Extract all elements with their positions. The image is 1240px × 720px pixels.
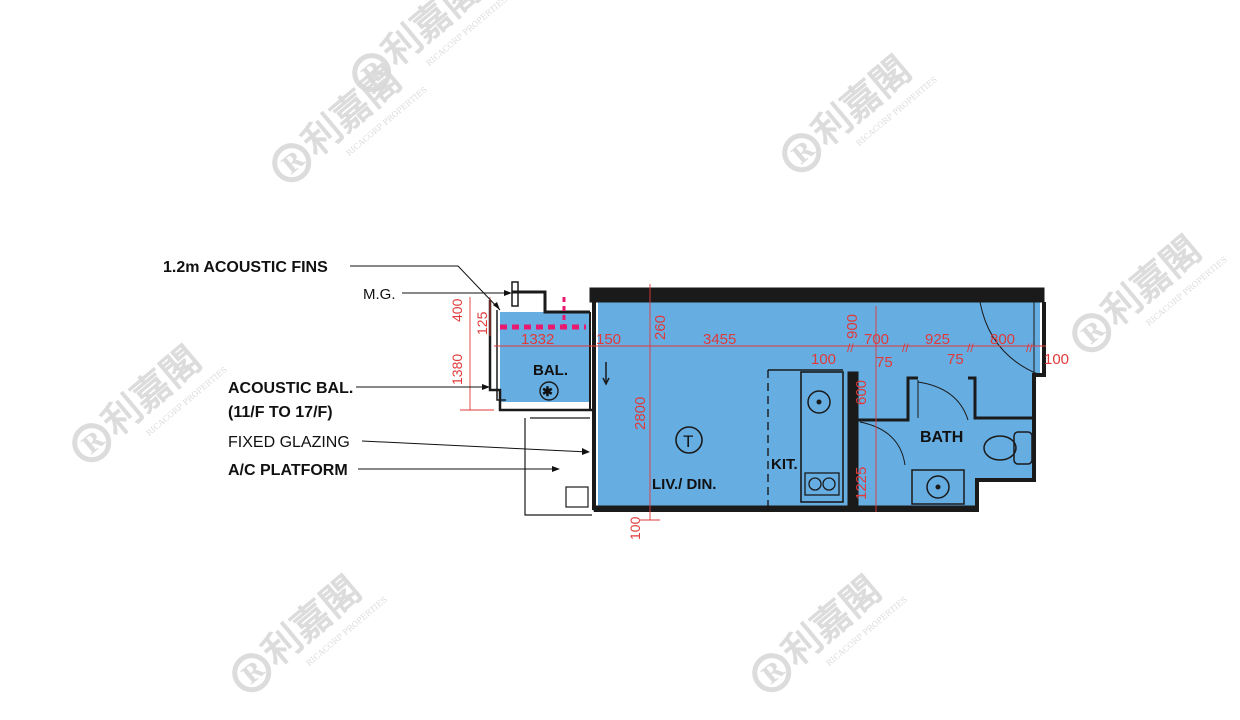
dim-125: 125 (474, 311, 490, 335)
dim-150: 150 (596, 331, 621, 348)
arrow-head (582, 448, 590, 455)
shower-tray (911, 469, 965, 505)
dimension-labels: 400 125 1380 1332 150 260 3455 900 700 9… (449, 298, 1069, 540)
tick-mark: // (1026, 341, 1033, 355)
t-symbol-label: T (683, 432, 693, 451)
hob-burner-1 (808, 477, 822, 491)
dim-3455: 3455 (703, 331, 736, 348)
dim-260: 260 (652, 315, 669, 340)
callouts: 1.2m ACOUSTIC FINS M.G. ACOUSTIC BAL. (1… (163, 259, 590, 479)
dim-800: 800 (990, 331, 1015, 348)
dim-2800: 2800 (632, 397, 649, 430)
dim-925: 925 (925, 331, 950, 348)
thermostat-symbol (675, 426, 703, 454)
tick-mark: // (902, 341, 909, 355)
sink-drain (816, 399, 822, 405)
watermark-logo-ring (752, 653, 792, 693)
tick-mark: // (847, 341, 854, 355)
bath-wall-upper (858, 376, 918, 422)
kit-door-swing (859, 421, 906, 466)
watermark-logo-ring (232, 653, 272, 693)
shower-drain (935, 484, 941, 490)
hob-burner-2 (822, 477, 836, 491)
kitchen-sink (807, 390, 831, 414)
toilet-bowl (983, 435, 1017, 461)
dim-100-right: 100 (1044, 351, 1069, 368)
callout-acoustic-fins: 1.2m ACOUSTIC FINS (163, 259, 328, 276)
callout-ac-platform: A/C PLATFORM (228, 462, 348, 479)
ac-unit-box (565, 486, 589, 508)
bath-door-swing (917, 381, 969, 421)
dim-400: 400 (449, 298, 465, 322)
room-label-kit: KIT. (771, 456, 798, 473)
dim-100-bottom: 100 (627, 516, 643, 540)
sliding-arrow (602, 377, 610, 386)
dim-1332: 1332 (521, 331, 554, 348)
arrow-head (552, 466, 560, 472)
bath-floor (846, 300, 1040, 506)
dim-900: 900 (844, 314, 861, 339)
mg-post (511, 281, 519, 307)
watermark-logo-ring (352, 53, 392, 93)
ac-platform-outline (524, 418, 592, 516)
room-label-liv-din: LIV./ DIN. (652, 476, 716, 493)
dim-1380: 1380 (449, 354, 465, 385)
shower-drain-ring (926, 475, 950, 499)
kitchen-bath-wall (847, 371, 859, 507)
top-slab (589, 287, 1045, 303)
bath-wall-right (968, 376, 1034, 420)
dim-1225: 1225 (853, 467, 870, 500)
balcony-top-wall (512, 290, 590, 314)
acoustic-fins (500, 297, 586, 330)
callout-fixed-glazing: FIXED GLAZING (228, 434, 350, 451)
tick-mark: // (967, 341, 974, 355)
arrow-head (482, 384, 490, 390)
balcony-floor (500, 312, 590, 402)
fan-star-icon: ✱ (542, 384, 553, 399)
bottom-wall (593, 505, 978, 512)
balcony-inner-line (496, 310, 506, 401)
dim-100-kit: 100 (811, 351, 836, 368)
leader-fixed-glazing (361, 440, 589, 453)
balcony-outer-wall (488, 300, 592, 412)
hob (804, 472, 840, 496)
entry-door-swing (979, 301, 1041, 376)
watermark-logo-ring (72, 423, 112, 463)
callout-acoustic-bal: ACOUSTIC BAL. (228, 380, 353, 397)
watermark-logo-ring (1072, 313, 1112, 353)
arrow-head (504, 290, 512, 296)
dim-75-a: 75 (876, 354, 893, 371)
toilet-tank (1013, 431, 1033, 465)
balcony-fan-symbol (539, 381, 559, 401)
watermark-logo-ring (782, 133, 822, 173)
watermark-logo-ring (272, 143, 312, 183)
walls (488, 281, 1046, 516)
kitchen-counter (800, 371, 844, 503)
dim-700: 700 (864, 331, 889, 348)
room-labels: BAL. ✱ T LIV./ DIN. KIT. BATH (533, 362, 963, 493)
room-label-bath: BATH (920, 429, 963, 446)
room-label-bal: BAL. (533, 362, 568, 379)
arrow-head (493, 302, 500, 310)
dimension-lines (460, 284, 1046, 521)
dim-75-b: 75 (947, 351, 964, 368)
callout-mg: M.G. (363, 286, 396, 303)
callout-acoustic-bal-floors: (11/F TO 17/F) (228, 404, 333, 421)
leader-acoustic-fins (350, 265, 501, 311)
dim-600: 600 (853, 380, 870, 405)
